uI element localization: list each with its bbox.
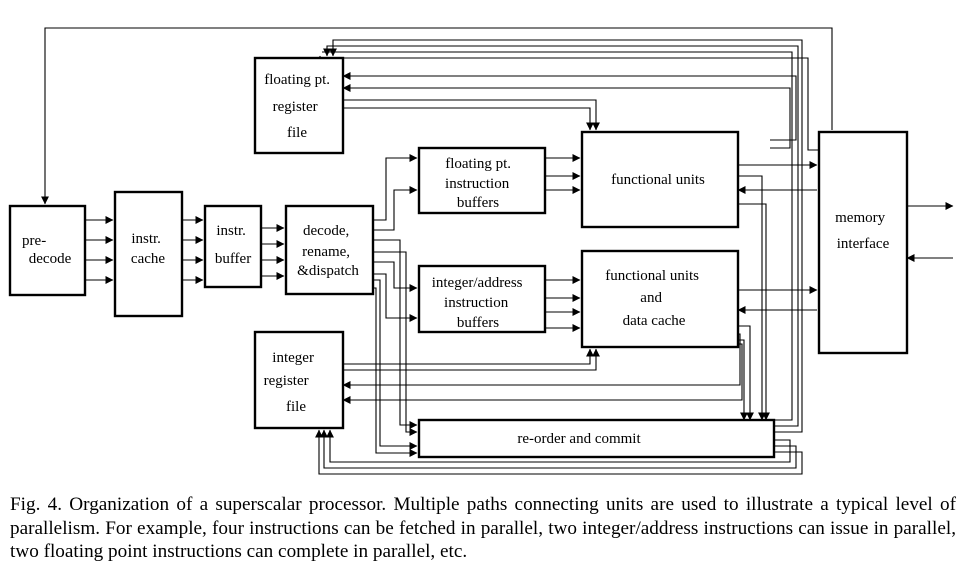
fp-register-file-label: floating pt. register file: [264, 72, 334, 141]
arrows-reorder-to-int-regfile: [315, 429, 803, 475]
arrows-fp-buffers-to-fp-units: [545, 154, 581, 194]
arrows-icache-to-ibuffer: [182, 216, 204, 284]
int-functional-units-block: functional units and data cache: [580, 249, 740, 349]
fp-instruction-buffers-block: floating pt. instruction buffers: [417, 146, 547, 215]
predecode-label: pre- decode: [22, 233, 72, 267]
arrows-memory-external: [906, 202, 954, 262]
arrows-decode-to-reorder: [373, 239, 418, 457]
arrows-ibuffer-to-decode: [261, 224, 285, 280]
superscalar-block-diagram: pre- decode instr. cache instr. buffer d…: [8, 27, 954, 475]
arrows-memory-to-fp-regfile: [316, 55, 818, 151]
arrows-fp-units-to-reorder: [738, 175, 770, 421]
arrows-int-buffers-to-int-units: [545, 276, 581, 332]
memory-interface-label: memory interface: [835, 210, 889, 252]
int-register-file-block: integer register file: [253, 330, 345, 430]
arrows-decode-to-fp-buffers: [373, 154, 418, 231]
instr-buffer-block: instr. buffer: [203, 204, 263, 289]
decode-block: decode, rename, &dispatch: [284, 204, 375, 296]
instr-buffer-label: instr. buffer: [215, 223, 251, 267]
reorder-commit-label: re-order and commit: [517, 431, 641, 447]
fp-instruction-buffers-label: floating pt. instruction buffers: [445, 156, 515, 211]
fp-functional-units-block: functional units: [580, 130, 740, 229]
instr-cache-label: instr. cache: [131, 231, 165, 267]
decode-label: decode, rename, &dispatch: [297, 223, 359, 279]
fp-functional-units-label: functional units: [611, 172, 705, 188]
int-instruction-buffers-block: integer/address instruction buffers: [417, 264, 547, 334]
arrows-reorder-to-fp-regfile: [322, 39, 803, 433]
int-functional-units-label: functional units and data cache: [605, 268, 703, 329]
predecode-block: pre- decode: [8, 204, 87, 297]
arrows-fp-regfile-to-fp-units: [343, 99, 600, 131]
fp-register-file-block: floating pt. register file: [253, 56, 345, 155]
arrows-fp-units-memory: [737, 161, 818, 194]
int-register-file-label: integer register file: [264, 350, 318, 415]
arrows-int-regfile-to-int-units: [343, 348, 600, 371]
arrows-fp-units-to-fp-regfile: [342, 72, 797, 149]
figure-caption: Fig. 4. Organization of a superscalar pr…: [10, 494, 956, 562]
reorder-commit-block: re-order and commit: [417, 418, 776, 459]
connection-lines: [41, 27, 954, 475]
memory-interface-block: memory interface: [817, 130, 909, 355]
arrows-predecode-to-icache: [85, 216, 114, 284]
instr-cache-block: instr. cache: [113, 190, 184, 318]
arrow-memory-to-predecode: [41, 27, 833, 205]
arrows-int-units-memory: [737, 286, 818, 314]
int-instruction-buffers-label: integer/address instruction buffers: [432, 275, 527, 331]
